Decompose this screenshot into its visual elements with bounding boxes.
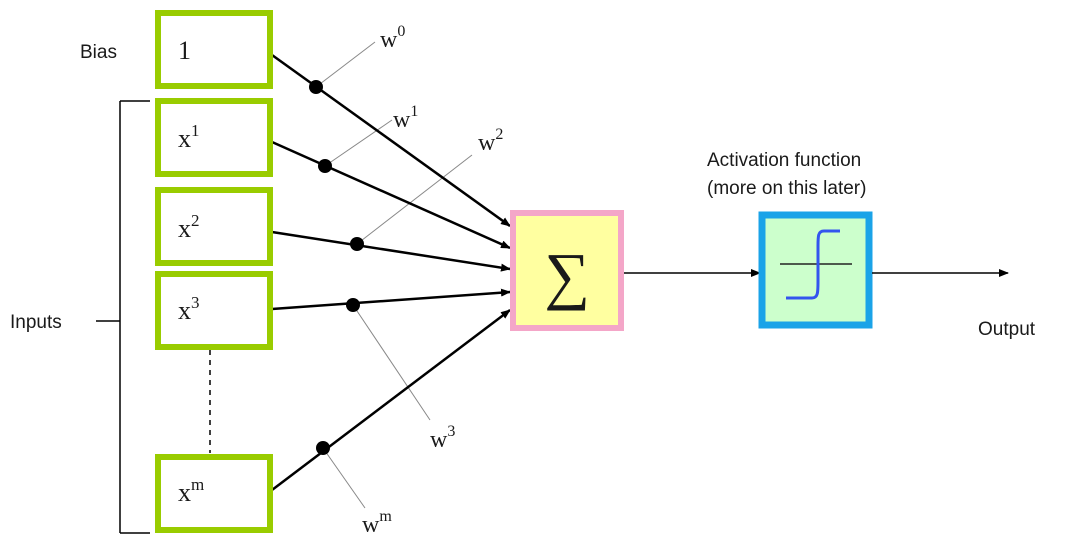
connection-x3 <box>271 288 511 311</box>
weight-label-w0: w0 <box>380 23 405 53</box>
inputs-bracket <box>96 100 150 534</box>
activation-label-line2: (more on this later) <box>707 178 866 199</box>
connection-xm <box>271 309 511 491</box>
weight-dots <box>309 80 364 455</box>
input-connections <box>271 53 511 491</box>
input-label-x2: x2 <box>178 211 200 243</box>
input-label-x3: x3 <box>178 293 200 325</box>
weight-dot-w0 <box>309 80 323 94</box>
bias-label: Bias <box>80 42 117 63</box>
weight-label-wm: wm <box>362 508 392 538</box>
activation-node <box>758 211 873 329</box>
weight-dot-wm <box>316 441 330 455</box>
bias-box <box>155 10 273 89</box>
connection-bias <box>271 53 511 228</box>
weight-dot-w1 <box>318 159 332 173</box>
inputs-label: Inputs <box>10 312 62 333</box>
weight-label-w1: w1 <box>393 103 418 133</box>
input-box-x3 <box>155 271 273 350</box>
connection-x2 <box>271 230 511 272</box>
input-boxes <box>155 10 273 533</box>
output-label: Output <box>978 319 1036 340</box>
summation-symbol: ∑ <box>544 240 590 311</box>
input-label-xm: xm <box>178 475 204 507</box>
weight-dot-w2 <box>350 237 364 251</box>
connection-x1 <box>271 140 511 250</box>
summation-node <box>510 210 624 331</box>
weight-label-w2: w2 <box>478 126 503 156</box>
input-label-x1: x1 <box>178 121 200 153</box>
weight-label-w3: w3 <box>430 423 455 453</box>
weight-annotation-lines <box>315 41 473 509</box>
step-function-icon <box>780 229 852 300</box>
activation-label-line1: Activation function <box>707 150 861 171</box>
input-box-xm <box>155 454 273 533</box>
input-box-x2 <box>155 187 273 266</box>
input-box-x1 <box>155 98 273 177</box>
weight-dot-w3 <box>346 298 360 312</box>
bias-value: 1 <box>178 36 191 65</box>
